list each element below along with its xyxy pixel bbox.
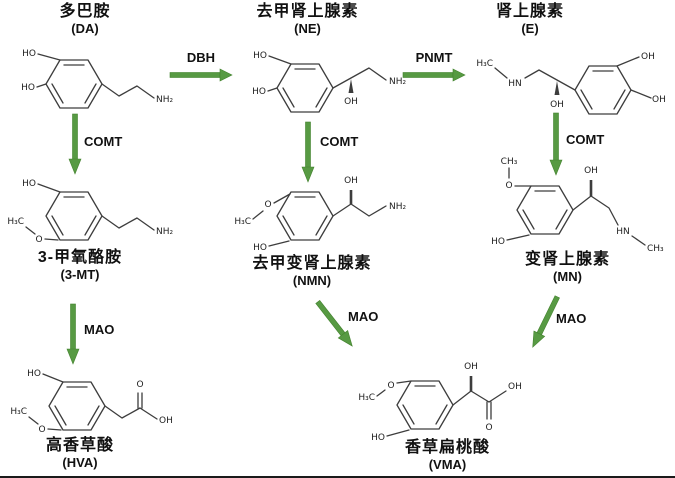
compound-label-e: 肾上腺素 (E) — [460, 2, 600, 37]
ho-label: HO — [21, 83, 35, 93]
h3c-label: H₃C — [7, 217, 24, 227]
compound-abbr-3mt: (3-MT) — [60, 267, 100, 282]
enzyme-label-mao-left: MAO — [84, 322, 115, 337]
compound-label-ne: 去甲肾上腺素 (NE) — [225, 2, 390, 37]
mn-structure: CH₃ O HO OH HN CH₃ — [491, 157, 664, 254]
compound-name-mn: 变肾上腺素 — [524, 251, 610, 268]
compound-name-nmn: 去甲变肾上腺素 — [252, 255, 372, 272]
h3c-label: H₃C — [476, 59, 493, 69]
h3c-label: H₃C — [234, 217, 251, 227]
compound-name-vma: 香草扁桃酸 — [404, 439, 490, 456]
hva-structure: HO H₃C O O OH — [10, 369, 173, 435]
mao-arrow-diagonal-down-left-icon — [532, 295, 560, 348]
enzyme-label-dbh: DBH — [186, 50, 216, 65]
compound-abbr-hva: (HVA) — [62, 455, 98, 470]
compound-name-da: 多巴胺 — [59, 3, 111, 20]
ho-label: HO — [27, 369, 41, 379]
ho-label: HO — [253, 243, 267, 253]
compound-label-mn: 变肾上腺素 (MN) — [480, 250, 655, 285]
nh2-label: NH₂ — [156, 227, 174, 237]
enzyme-label-comt-right: COMT — [566, 132, 605, 147]
o-label: O — [35, 235, 42, 245]
oh-label: OH — [508, 382, 522, 392]
dbh-arrow-right-icon — [169, 68, 233, 82]
comt-arrow-down-middle-icon — [301, 121, 315, 183]
compound-label-vma: 香草扁桃酸 (VMA) — [370, 438, 525, 473]
hn-label: HN — [616, 227, 630, 237]
o-label: O — [264, 200, 271, 210]
benzene-ring — [516, 185, 574, 235]
oh-label: OH — [344, 97, 358, 107]
mao-arrow-diagonal-down-right-icon — [315, 299, 353, 347]
benzene-ring — [45, 59, 103, 109]
compound-label-nmn: 去甲变肾上腺素 (NMN) — [222, 254, 402, 289]
oh-label: OH — [550, 100, 564, 110]
h3c-label: H₃C — [10, 407, 27, 417]
compound-label-hva: 高香草酸 (HVA) — [0, 436, 160, 471]
ho-label: HO — [491, 237, 505, 247]
oh-label: OH — [344, 176, 358, 186]
ho-label: HO — [253, 51, 267, 61]
benzene-ring — [48, 381, 106, 431]
oh-label: OH — [159, 416, 173, 426]
o-label: O — [485, 423, 492, 433]
oh-label: OH — [652, 95, 666, 105]
compound-label-3mt: 3-甲氧酪胺 (3-MT) — [0, 248, 160, 283]
benzene-ring — [276, 191, 334, 241]
compound-name-e: 肾上腺素 — [495, 3, 564, 20]
o-label: O — [38, 425, 45, 435]
ho-label: HO — [252, 87, 266, 97]
ho-label: HO — [371, 433, 385, 443]
compound-abbr-vma: (VMA) — [428, 457, 467, 472]
bottom-border-line — [0, 476, 675, 478]
compound-name-hva: 高香草酸 — [45, 437, 114, 454]
compound-abbr-ne: (NE) — [294, 21, 321, 36]
compound-abbr-da: (DA) — [71, 21, 99, 36]
benzene-ring — [45, 191, 103, 241]
pnmt-arrow-right-icon — [402, 68, 466, 82]
oh-label: OH — [464, 362, 478, 372]
h3c-label: H₃C — [358, 393, 375, 403]
enzyme-label-comt-left: COMT — [84, 134, 123, 149]
hn-label: HN — [508, 79, 522, 89]
nh2-label: NH₂ — [156, 95, 174, 105]
compound-name-3mt: 3-甲氧酪胺 — [37, 249, 123, 266]
nmn-structure: H₃C O HO OH NH₂ — [234, 176, 407, 253]
ne-structure: HO HO OH NH₂ — [252, 51, 407, 113]
benzene-ring — [276, 63, 334, 113]
o-label: O — [136, 380, 143, 390]
o-label: O — [387, 381, 394, 391]
3mt-structure: HO H₃C O NH₂ — [7, 179, 174, 245]
ch3-label: CH₃ — [501, 157, 518, 167]
enzyme-label-mao-right: MAO — [556, 311, 587, 326]
compound-abbr-mn: (MN) — [553, 269, 582, 284]
oh-label: OH — [641, 52, 655, 62]
nh2-label: NH₂ — [389, 202, 407, 212]
o-label: O — [505, 181, 512, 191]
compound-label-da: 多巴胺 (DA) — [15, 2, 155, 37]
ho-label: HO — [22, 179, 36, 189]
compound-abbr-nmn: (NMN) — [292, 273, 332, 288]
benzene-ring — [574, 65, 632, 115]
comt-arrow-down-left-icon — [68, 113, 82, 175]
oh-label: OH — [584, 166, 598, 176]
da-structure: HO HO NH₂ — [21, 49, 174, 109]
enzyme-label-comt-middle: COMT — [320, 134, 359, 149]
benzene-ring — [396, 380, 454, 430]
ho-label: HO — [22, 49, 36, 59]
compound-abbr-e: (E) — [521, 21, 539, 36]
e-structure: OH OH OH HN H₃C — [476, 52, 666, 115]
nh2-label: NH₂ — [389, 77, 407, 87]
comt-arrow-down-right-icon — [549, 112, 563, 176]
ch3-label: CH₃ — [647, 244, 664, 254]
enzyme-label-pnmt: PNMT — [415, 50, 453, 65]
vma-structure: H₃C O HO OH O OH — [358, 362, 522, 443]
enzyme-label-mao-middle: MAO — [348, 309, 379, 324]
compound-name-ne: 去甲肾上腺素 — [256, 3, 359, 20]
mao-arrow-down-left-icon — [66, 303, 80, 365]
